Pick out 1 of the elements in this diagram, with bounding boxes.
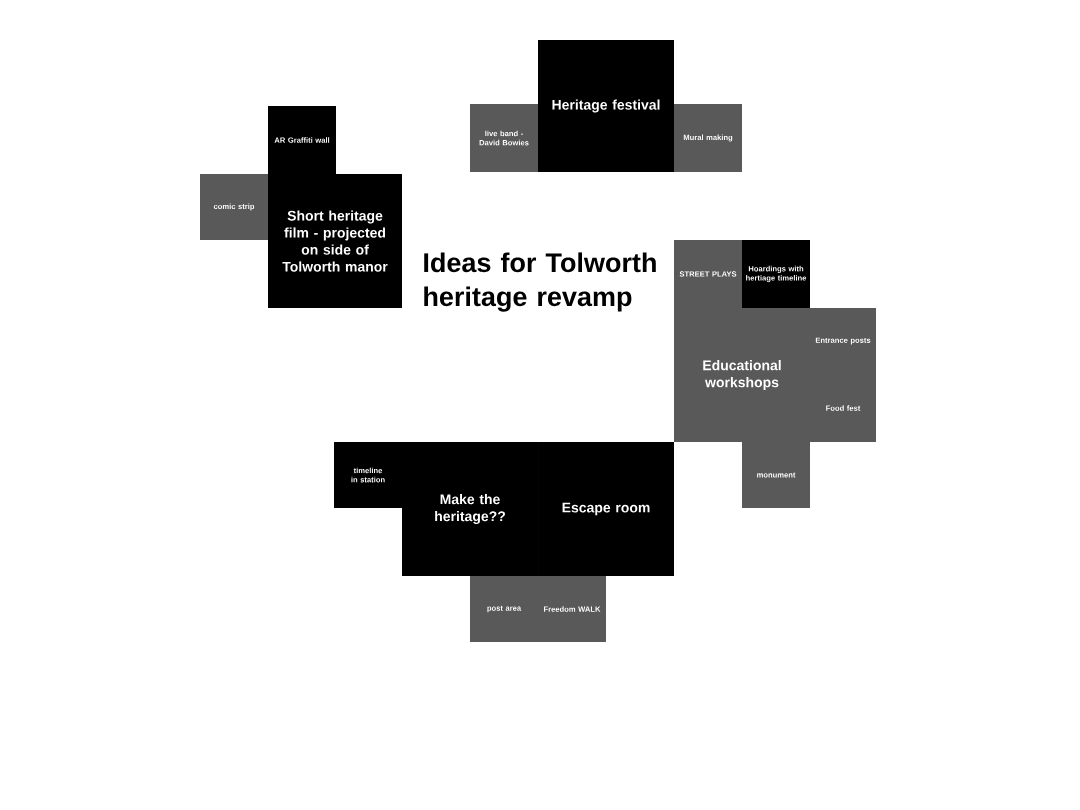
title: Ideas for Tolworth heritage revamp	[424, 252, 656, 312]
